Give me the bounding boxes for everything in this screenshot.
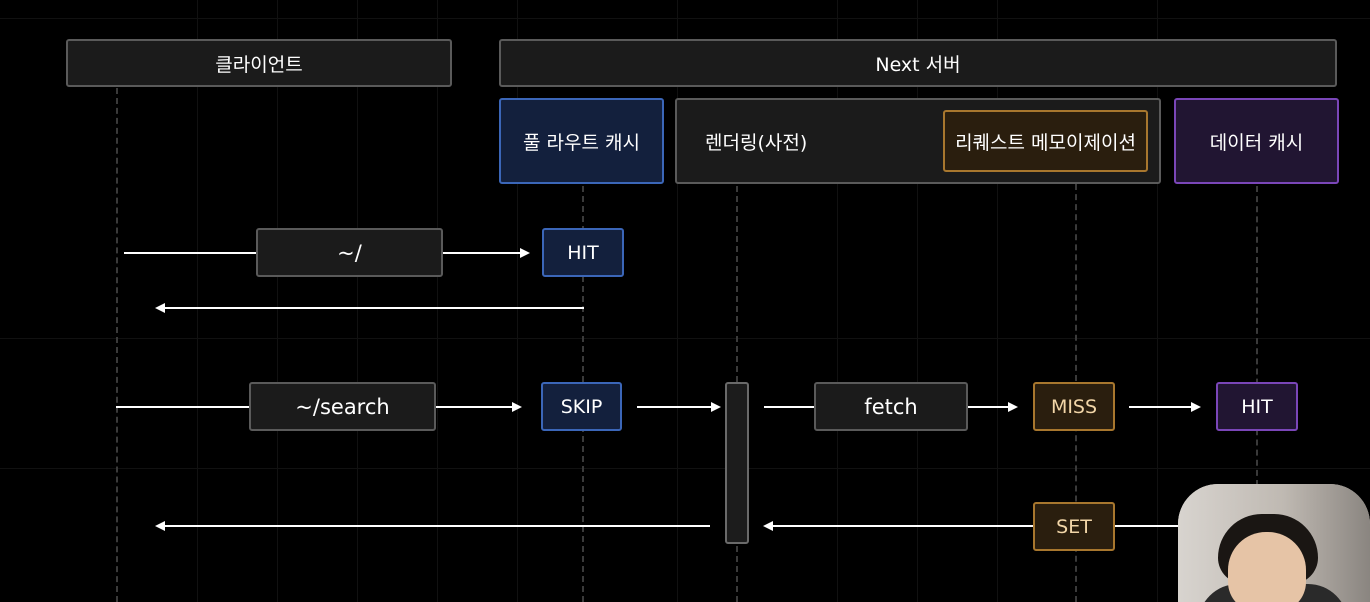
grid-line — [0, 18, 1370, 19]
render-activation-bar — [725, 382, 749, 544]
grid-line — [357, 0, 358, 602]
flow1-full-route-status-label: HIT — [567, 241, 599, 264]
set-status-label: SET — [1056, 515, 1092, 538]
data-cache-label: 데이터 캐시 — [1209, 131, 1304, 154]
fetch-label: fetch — [864, 394, 918, 419]
data-cache-lifeline — [1256, 186, 1258, 486]
flow2-request-label: ~/search — [295, 394, 390, 419]
arrow-right-icon — [512, 402, 522, 412]
arrow-right-icon — [1008, 402, 1018, 412]
full-route-cache-label: 풀 라우트 캐시 — [523, 131, 640, 154]
client-lifeline — [116, 88, 118, 602]
request-memoization-label: 리퀘스트 메모이제이션 — [955, 131, 1136, 154]
flow2-full-route-status-label: SKIP — [560, 395, 603, 418]
fetch-to-memo-line — [968, 406, 1010, 408]
memo-to-data-cache-line — [1129, 406, 1193, 408]
grid-line — [277, 0, 278, 602]
data-cache-box: 데이터 캐시 — [1174, 98, 1339, 184]
flow2-request-box: ~/search — [249, 382, 436, 431]
presenter-webcam — [1178, 484, 1370, 602]
client-header: 클라이언트 — [66, 39, 452, 87]
data-cache-status-label: HIT — [1241, 395, 1273, 418]
set-status: SET — [1033, 502, 1115, 551]
grid-line — [837, 0, 838, 602]
data-cache-status: HIT — [1216, 382, 1298, 431]
flow1-request-label: ~/ — [337, 240, 362, 265]
server-header: Next 서버 — [499, 39, 1337, 87]
fetch-box: fetch — [814, 382, 968, 431]
memo-status-label: MISS — [1050, 395, 1098, 418]
arrow-left-icon — [155, 303, 165, 313]
grid-line — [517, 0, 518, 602]
grid-line — [0, 468, 1370, 469]
grid-line — [997, 0, 998, 602]
arrow-left-icon — [155, 521, 165, 531]
presenter-face — [1228, 532, 1306, 602]
flow2-response-line — [164, 525, 710, 527]
grid-line — [917, 0, 918, 602]
server-header-label: Next 서버 — [875, 53, 961, 76]
arrow-right-icon — [711, 402, 721, 412]
grid-line — [677, 0, 678, 602]
flow2-full-route-status: SKIP — [541, 382, 622, 431]
memo-status: MISS — [1033, 382, 1115, 431]
grid-line — [197, 0, 198, 602]
arrow-left-icon — [763, 521, 773, 531]
request-memoization-box: 리퀘스트 메모이제이션 — [943, 110, 1148, 172]
data-return-line — [772, 525, 1192, 527]
flow1-response-line — [164, 307, 584, 309]
flow1-full-route-status: HIT — [542, 228, 624, 277]
arrow-right-icon — [1191, 402, 1201, 412]
rendering-label: 렌더링(사전) — [705, 131, 808, 154]
grid-line — [437, 0, 438, 602]
flow1-request-box: ~/ — [256, 228, 443, 277]
client-header-label: 클라이언트 — [215, 53, 303, 76]
arrow-right-icon — [520, 248, 530, 258]
full-route-cache-box: 풀 라우트 캐시 — [499, 98, 664, 184]
grid-line — [0, 338, 1370, 339]
skip-to-render-line — [637, 406, 713, 408]
grid-line — [1157, 0, 1158, 602]
